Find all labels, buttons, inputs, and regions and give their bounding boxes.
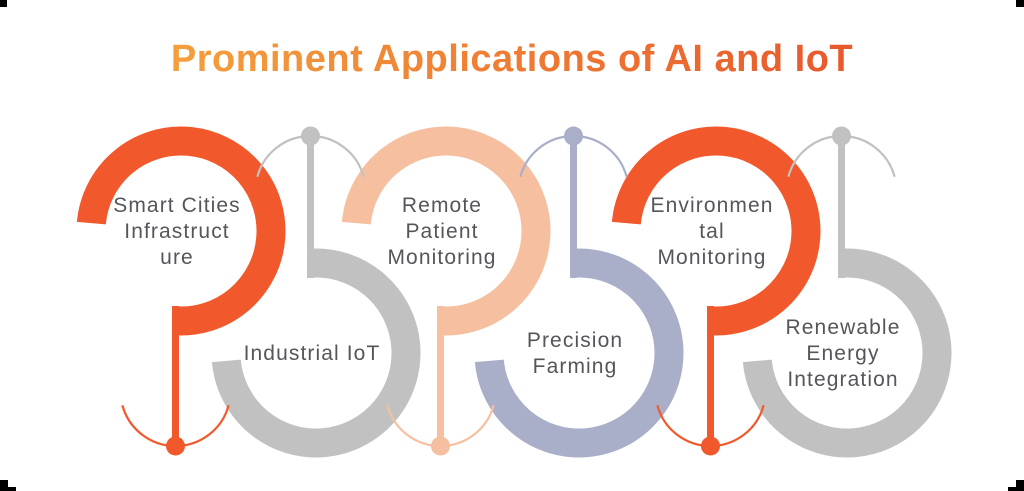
- smart-cities-label-line: ure: [160, 246, 194, 269]
- rings-layer: [76, 126, 952, 458]
- industrial-iot-label: Industrial IoT: [244, 342, 381, 365]
- precision-farming-ring: [474, 248, 684, 458]
- precision-farming-dot: [564, 126, 583, 146]
- environmental-monitoring-ring: [611, 126, 821, 336]
- renewable-energy-label: Renewable Energy Integration: [786, 316, 901, 391]
- precision-farming-label: Precision Farming: [527, 329, 623, 378]
- precision-farming-stem: [570, 136, 577, 278]
- remote-patient-dot: [431, 436, 450, 456]
- smart-cities-dot: [166, 436, 185, 456]
- industrial-iot-dot: [301, 126, 320, 146]
- corner-mark-bottom-right: [1016, 480, 1024, 491]
- remote-patient-label: Remote Patient Monitoring: [387, 194, 496, 269]
- smart-cities-ring: [76, 126, 286, 336]
- corner-mark-top-left: [0, 0, 7, 7]
- remote-patient-label-line: Remote: [402, 194, 482, 217]
- smart-cities-stem: [172, 306, 179, 446]
- smart-cities-label-line: Infrastruct: [124, 220, 229, 243]
- corner-mark-bottom-right-bar: [1008, 487, 1024, 491]
- renewable-energy-ring: [742, 248, 952, 458]
- renewable-energy-label-line: Energy: [806, 342, 879, 365]
- labels-layer: Smart Cities Infrastruct ure Industrial …: [113, 194, 901, 391]
- remote-patient-stem: [437, 306, 444, 446]
- environmental-monitoring-label-line: tal: [699, 220, 724, 243]
- industrial-iot-label-line: Industrial IoT: [244, 342, 381, 365]
- page-title: Prominent Applications of AI and IoT: [171, 38, 853, 80]
- corner-mark-bottom-left: [0, 480, 8, 491]
- remote-patient-label-line: Monitoring: [387, 246, 496, 269]
- corner-mark-top-right: [1016, 0, 1024, 7]
- industrial-iot-stem: [307, 136, 314, 278]
- remote-patient-ring: [341, 126, 551, 336]
- environmental-monitoring-label-line: Environmen: [650, 194, 773, 217]
- environmental-monitoring-dot: [701, 436, 720, 456]
- environmental-monitoring-label-line: Monitoring: [657, 246, 766, 269]
- remote-patient-label-line: Patient: [405, 220, 478, 243]
- renewable-energy-stem: [838, 136, 845, 278]
- precision-farming-label-line: Farming: [533, 355, 618, 378]
- smart-cities-label-line: Smart Cities: [113, 194, 241, 217]
- environmental-monitoring-stem: [707, 306, 714, 446]
- smart-cities-label: Smart Cities Infrastruct ure: [113, 194, 241, 269]
- corner-mark-bottom-left-bar: [0, 487, 16, 491]
- renewable-energy-label-line: Renewable: [786, 316, 901, 339]
- precision-farming-label-line: Precision: [527, 329, 623, 352]
- renewable-energy-dot: [832, 126, 851, 146]
- renewable-energy-label-line: Integration: [787, 368, 898, 391]
- industrial-iot-ring: [211, 248, 421, 458]
- environmental-monitoring-label: Environmen tal Monitoring: [650, 194, 773, 269]
- connectors-layer: [121, 126, 896, 456]
